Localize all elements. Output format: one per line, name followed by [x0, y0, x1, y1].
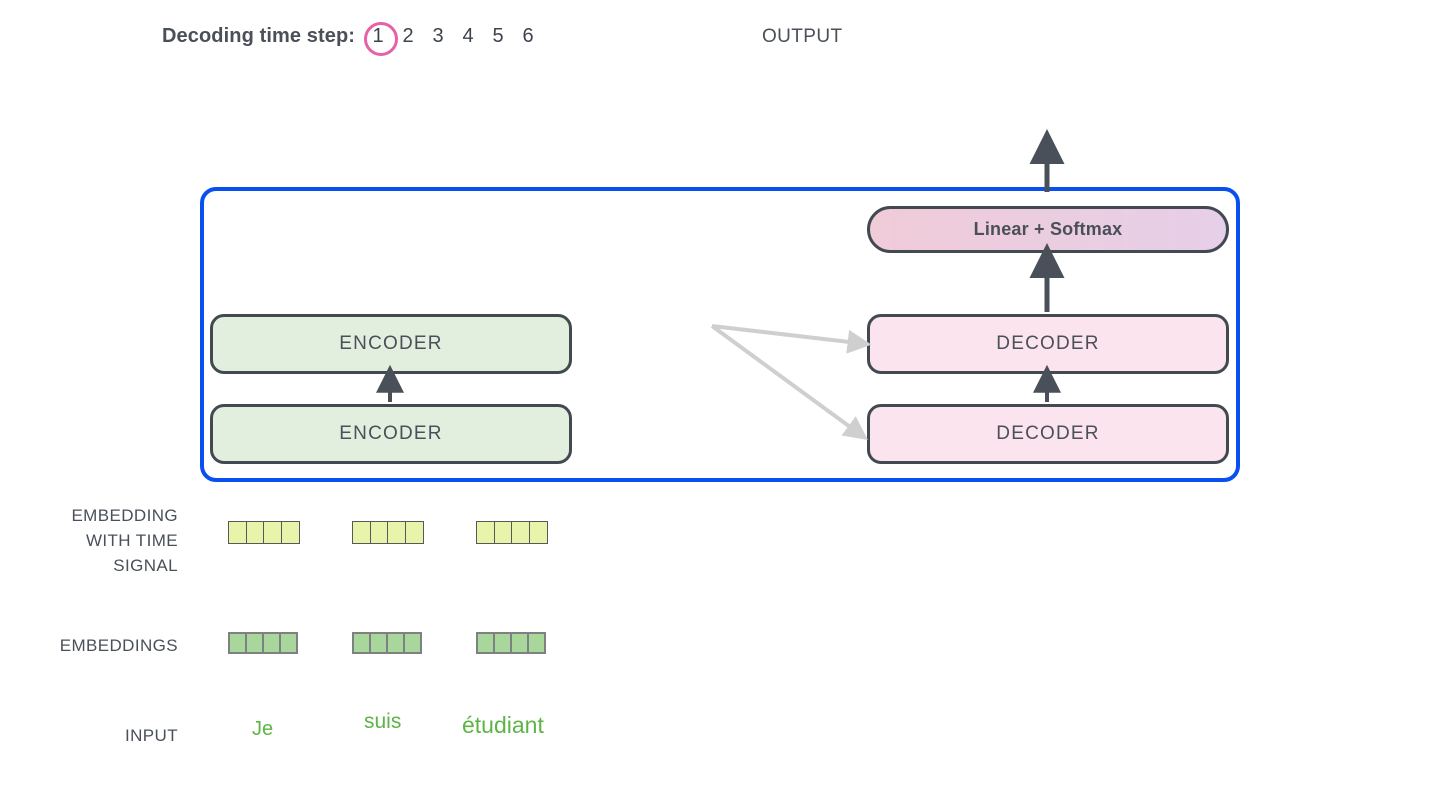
decoder-box-top[interactable]: DECODER: [867, 314, 1229, 374]
time-signal-cells-0: [228, 521, 300, 544]
time-signal-cell: [369, 521, 389, 544]
encoder-box-bottom[interactable]: ENCODER: [210, 404, 572, 464]
embedding-cells-1: [352, 632, 422, 654]
linear-softmax-box[interactable]: Linear + Softmax: [867, 206, 1229, 253]
time-step-2[interactable]: 2: [402, 24, 414, 47]
row-label-line: SIGNAL: [113, 556, 178, 575]
time-signal-cell: [352, 521, 371, 544]
time-signal-cell: [404, 521, 424, 544]
time-step-1[interactable]: 1: [363, 20, 399, 56]
time-signal-cell: [511, 521, 530, 544]
time-signal-cell: [245, 521, 265, 544]
input-word-0: Je: [252, 718, 274, 740]
embedding-cell: [279, 632, 298, 654]
transformer-container: [200, 187, 1240, 482]
embedding-cell: [527, 632, 546, 654]
row-label-embeddings: EMBEDDINGS: [59, 636, 178, 655]
row-label-line: WITH TIME: [85, 531, 178, 550]
time-step-4[interactable]: 4: [462, 24, 474, 47]
input-word-1: suis: [364, 710, 402, 733]
row-label-input: INPUT: [125, 726, 178, 745]
output-label: OUTPUT: [762, 26, 843, 47]
embedding-cell: [403, 632, 422, 654]
decoder-box-bottom[interactable]: DECODER: [867, 404, 1229, 464]
decoding-time-step-label: Decoding time step:: [162, 24, 356, 47]
time-step-3[interactable]: 3: [432, 24, 444, 47]
time-step-6[interactable]: 6: [522, 24, 534, 47]
time-signal-cell: [387, 521, 406, 544]
time-signal-cell: [528, 521, 548, 544]
row-label-line: EMBEDDING: [71, 506, 178, 525]
input-word-2: étudiant: [462, 712, 544, 738]
time-signal-cells-1: [352, 521, 424, 544]
time-signal-cell: [228, 521, 247, 544]
embedding-cells-2: [476, 632, 546, 654]
time-signal-cell: [263, 521, 282, 544]
embedding-cells-0: [228, 632, 298, 654]
time-signal-cell: [493, 521, 513, 544]
row-label-embedding-with-time-signal: EMBEDDING WITH TIME SIGNAL: [18, 503, 178, 578]
time-signal-cell: [476, 521, 495, 544]
encoder-box-top[interactable]: ENCODER: [210, 314, 572, 374]
time-signal-cell: [280, 521, 300, 544]
time-signal-cells-2: [476, 521, 548, 544]
time-step-5[interactable]: 5: [492, 24, 504, 47]
